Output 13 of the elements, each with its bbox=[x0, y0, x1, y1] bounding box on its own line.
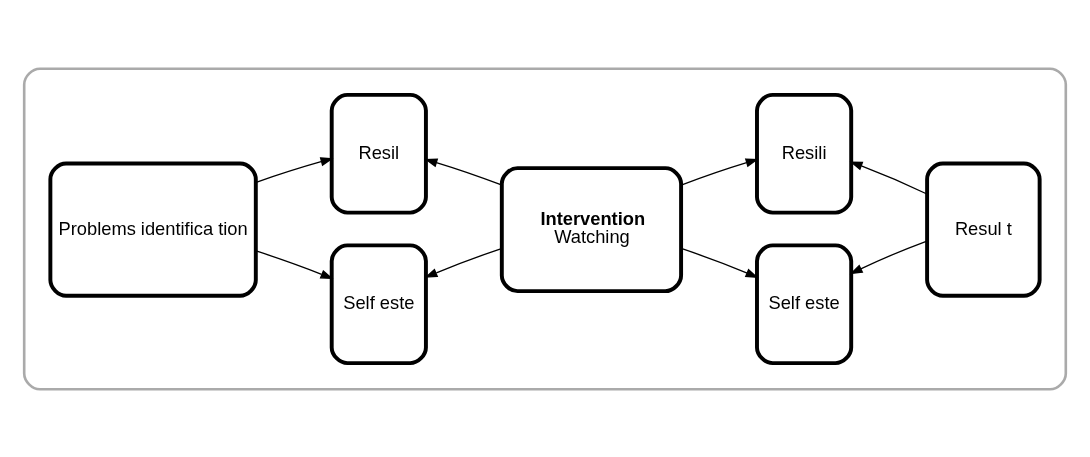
node-box: Self este bbox=[755, 242, 854, 365]
node-box: Resili bbox=[755, 92, 854, 215]
arrow bbox=[255, 156, 334, 183]
node-box: Intervention Watching bbox=[499, 165, 684, 293]
arrow bbox=[255, 249, 334, 279]
arrow bbox=[424, 157, 503, 186]
arrow bbox=[424, 247, 503, 278]
arrow bbox=[849, 160, 928, 195]
cluster bbox=[22, 66, 1068, 391]
node-box: Resil bbox=[329, 92, 428, 215]
node-box: Self este bbox=[329, 242, 428, 365]
node-box: Problems identifica tion bbox=[48, 161, 258, 298]
node-box: Resul t bbox=[925, 161, 1042, 298]
